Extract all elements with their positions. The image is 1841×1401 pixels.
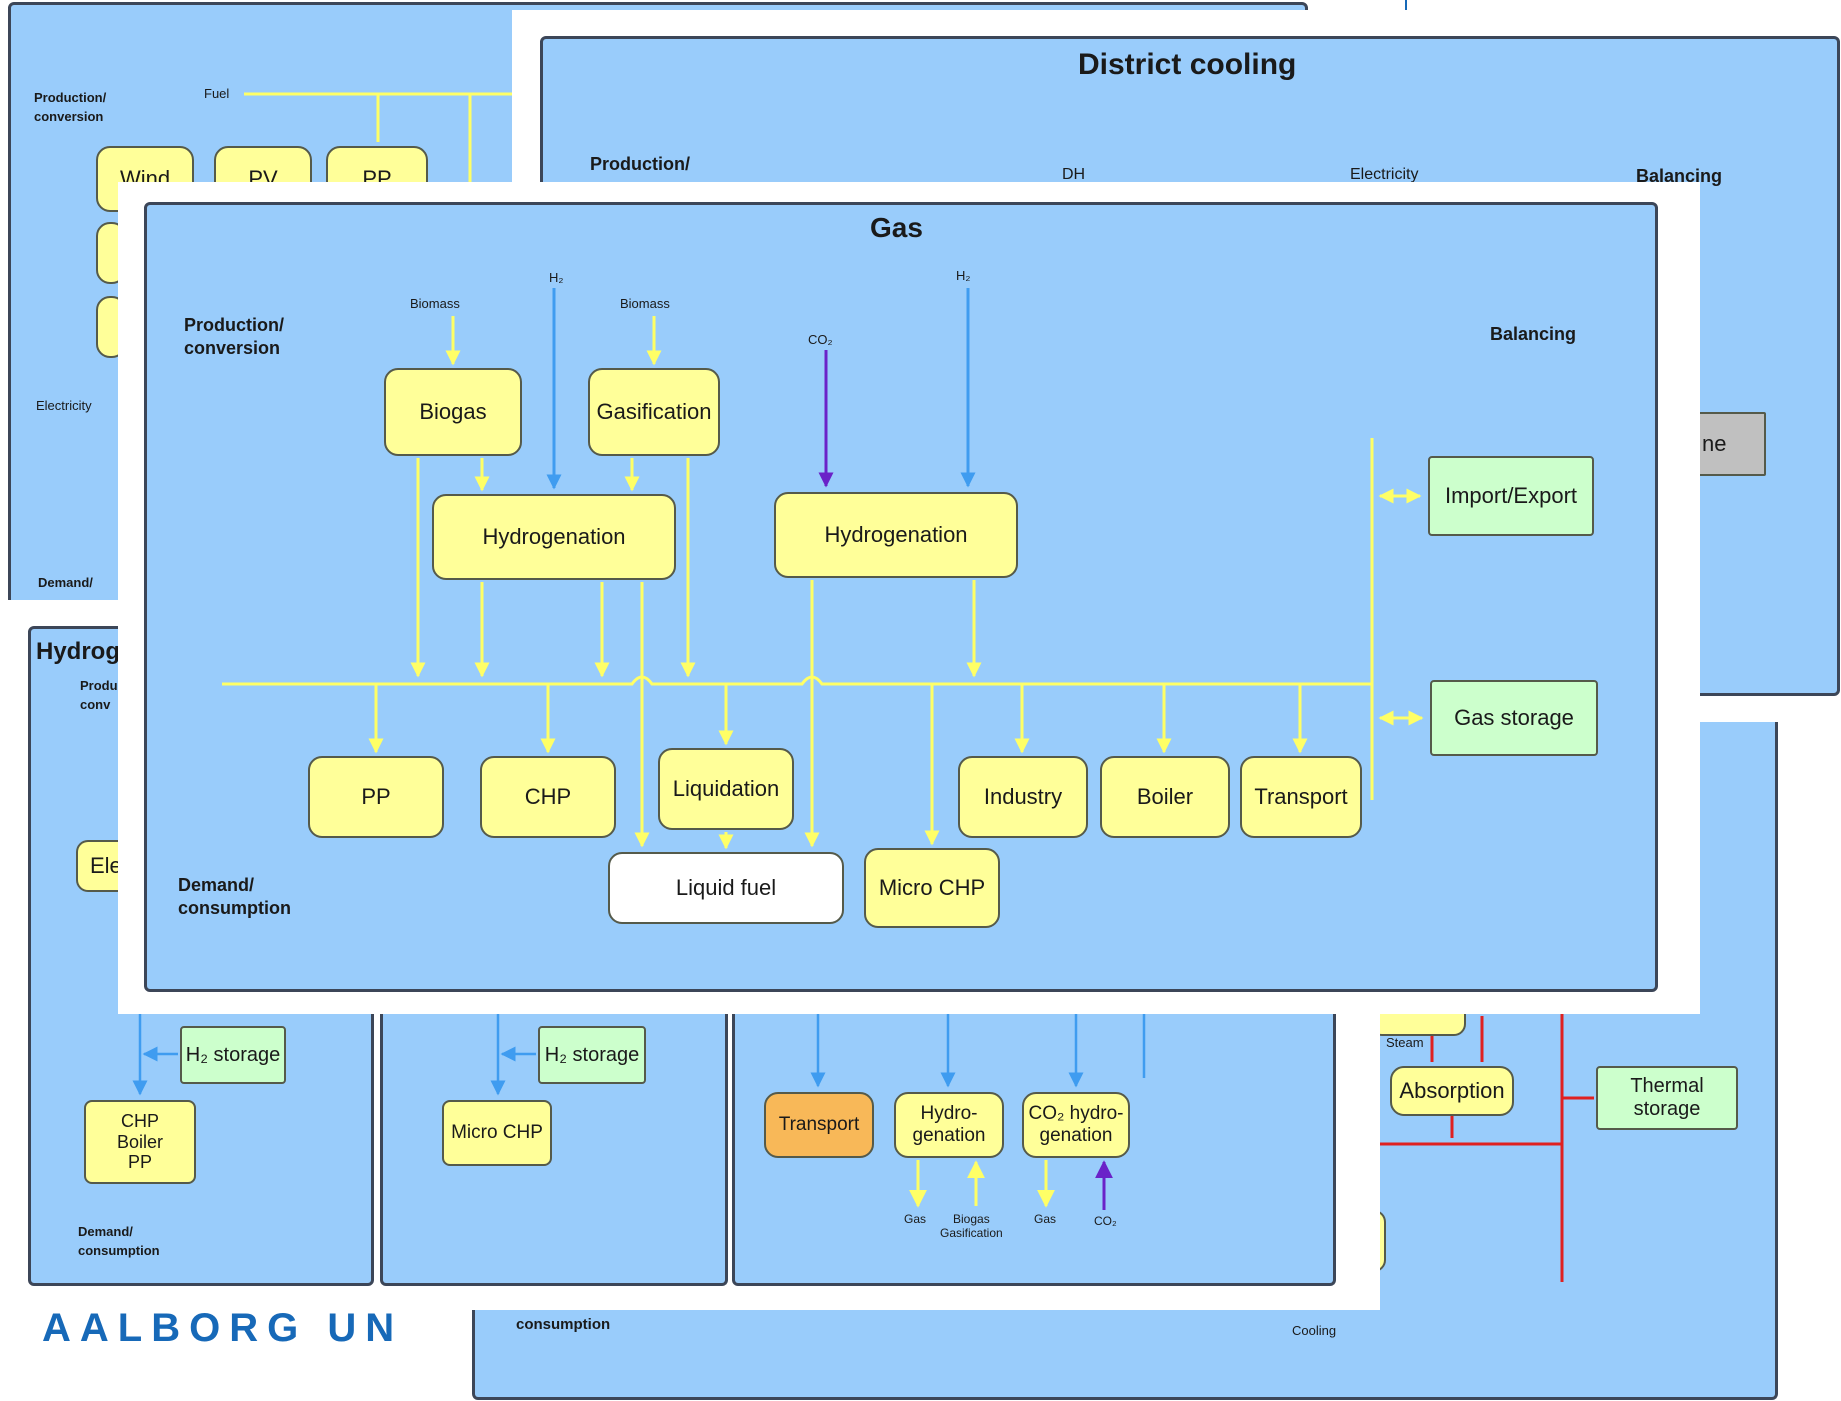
gas-liquid-fuel-box: Liquid fuel bbox=[608, 852, 844, 924]
district-cooling-electricity-label: Electricity bbox=[1350, 166, 1419, 183]
district-cooling-thermal-storage-box: Thermal storage bbox=[1596, 1066, 1738, 1130]
gas-gasification-box: Gasification bbox=[588, 368, 720, 456]
gas-h2-input-2: H₂ bbox=[956, 268, 971, 283]
district-cooling-absorption-box: Absorption bbox=[1390, 1066, 1514, 1116]
gas-storage-box: Gas storage bbox=[1430, 680, 1598, 756]
back-electricity-label: Electricity bbox=[36, 398, 92, 413]
aalborg-university-logo: AALBORG UN bbox=[42, 1306, 404, 1350]
hydrogen-h2-storage-box-2: H₂ storage bbox=[538, 1026, 646, 1084]
district-cooling-title: District cooling bbox=[1078, 48, 1297, 81]
gas-h2-input-1: H₂ bbox=[549, 270, 564, 285]
hydrogen-hydrogenation-box: Hydro- genation bbox=[894, 1092, 1004, 1158]
hydrogen-co2-hydrogenation-box: CO₂ hydro- genation bbox=[1022, 1092, 1130, 1158]
hydrogen-demand-label: Demand/ consumption bbox=[78, 1224, 160, 1258]
gas-chp-box: CHP bbox=[480, 756, 616, 838]
gas-hydrogenation-box-1: Hydrogenation bbox=[432, 494, 676, 580]
hydrogen-production-label: Produ conv bbox=[80, 678, 118, 712]
hydrogen-gas-label-1: Gas bbox=[904, 1212, 927, 1226]
district-cooling-production-label: Production/ bbox=[590, 154, 690, 174]
district-cooling-steam-label: Steam bbox=[1386, 1035, 1424, 1050]
district-cooling-balancing-label: Balancing bbox=[1636, 166, 1723, 186]
gas-demand-label: Demand/ consumption bbox=[178, 875, 291, 918]
gas-pp-box: PP bbox=[308, 756, 444, 838]
gas-co2-input: CO₂ bbox=[808, 332, 833, 347]
gas-production-label: Production/ conversion bbox=[184, 315, 284, 358]
gas-biogas-box: Biogas bbox=[384, 368, 522, 456]
back-fuel-label: Fuel bbox=[204, 86, 230, 101]
gas-biomass-input-1: Biomass bbox=[410, 296, 460, 311]
hydrogen-chp-boiler-pp-box: CHP Boiler PP bbox=[84, 1100, 196, 1184]
back-demand-label: Demand/ bbox=[38, 575, 93, 590]
gas-title: Gas bbox=[870, 212, 923, 243]
gas-industry-box: Industry bbox=[958, 756, 1088, 838]
gas-balancing-label: Balancing bbox=[1490, 324, 1577, 344]
hydrogen-gas-label-2: Gas bbox=[1034, 1212, 1057, 1226]
gas-biomass-input-2: Biomass bbox=[620, 296, 670, 311]
gas-transport-box: Transport bbox=[1240, 756, 1362, 838]
district-cooling-cooling-label: Cooling bbox=[1292, 1323, 1337, 1338]
gas-import-export-box: Import/Export bbox=[1428, 456, 1594, 536]
hydrogen-micro-chp-box: Micro CHP bbox=[442, 1100, 552, 1166]
hydrogen-panel-title: Hydrog bbox=[36, 638, 120, 665]
gas-boiler-box: Boiler bbox=[1100, 756, 1230, 838]
hydrogen-transport-box: Transport bbox=[764, 1092, 874, 1158]
hydrogen-h2-storage-box-1: H₂ storage bbox=[180, 1026, 286, 1084]
district-cooling-consumption-label: consumption bbox=[516, 1316, 611, 1333]
back-production-label: Production/ conversion bbox=[34, 90, 107, 124]
gas-hydrogenation-box-2: Hydrogenation bbox=[774, 492, 1018, 578]
hydrogen-co2-label: CO₂ bbox=[1094, 1214, 1117, 1228]
district-cooling-dh-label: DH bbox=[1062, 166, 1086, 183]
gas-liquidation-box: Liquidation bbox=[658, 748, 794, 830]
hydrogen-ele-box: Ele bbox=[76, 840, 122, 892]
gas-micro-chp-box: Micro CHP bbox=[864, 848, 1000, 928]
hydrogen-biogas-gasification-label: Biogas Gasification bbox=[940, 1212, 1003, 1240]
